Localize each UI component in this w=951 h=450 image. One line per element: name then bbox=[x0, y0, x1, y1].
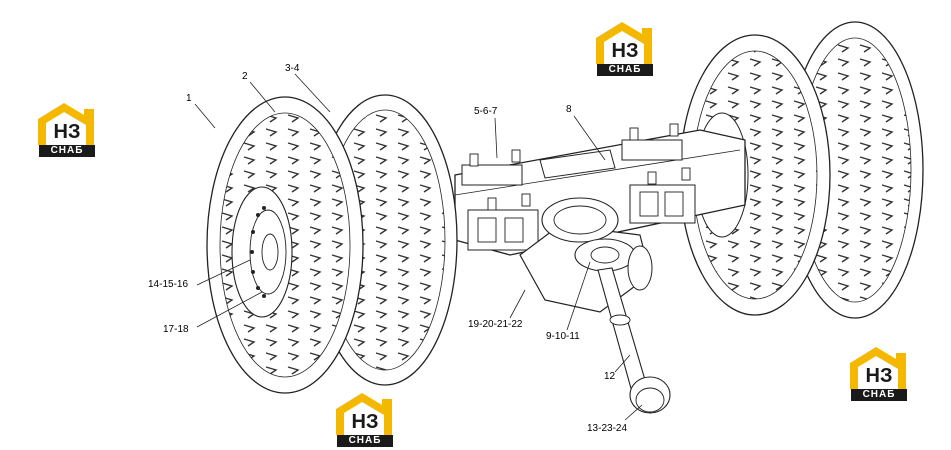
logo-letters: НЗ bbox=[611, 40, 639, 62]
callout-17-18: 17-18 bbox=[163, 324, 189, 335]
callout-8: 8 bbox=[566, 104, 572, 115]
right-outer-tire bbox=[786, 21, 924, 319]
callout-12: 12 bbox=[604, 371, 616, 382]
callout-13-23-24: 13-23-24 bbox=[587, 423, 628, 434]
left-outer-tire bbox=[206, 96, 364, 394]
logo-caption: СНАБ bbox=[851, 389, 907, 401]
callout-1: 1 bbox=[186, 93, 192, 104]
brand-logo-watermark: НЗ СНАБ bbox=[36, 101, 98, 157]
brand-logo-watermark: НЗ СНАБ bbox=[848, 345, 910, 401]
brand-logo-watermark: НЗ СНАБ bbox=[334, 391, 396, 447]
callout-3-4: 3-4 bbox=[285, 63, 300, 74]
house-logo-icon bbox=[850, 347, 906, 389]
callout-19-20-21-22: 19-20-21-22 bbox=[468, 319, 523, 330]
logo-letters: НЗ bbox=[865, 365, 893, 387]
logo-caption: СНАБ bbox=[337, 435, 393, 447]
house-logo-icon bbox=[596, 22, 652, 64]
logo-letters: НЗ bbox=[53, 121, 81, 143]
callout-14-15-16: 14-15-16 bbox=[148, 279, 189, 290]
house-logo-icon bbox=[38, 103, 94, 145]
logo-letters: НЗ bbox=[351, 411, 379, 433]
brand-logo-watermark: НЗ СНАБ bbox=[594, 20, 656, 76]
axle-housing bbox=[454, 123, 746, 256]
callout-2: 2 bbox=[242, 71, 248, 82]
leader-lines bbox=[194, 73, 643, 421]
callout-9-10-11: 9-10-11 bbox=[546, 331, 580, 342]
callout-5-6-7: 5-6-7 bbox=[474, 106, 498, 117]
logo-caption: СНАБ bbox=[597, 64, 653, 76]
logo-caption: СНАБ bbox=[39, 145, 95, 157]
drive-shaft bbox=[597, 267, 671, 414]
house-logo-icon bbox=[336, 393, 392, 435]
